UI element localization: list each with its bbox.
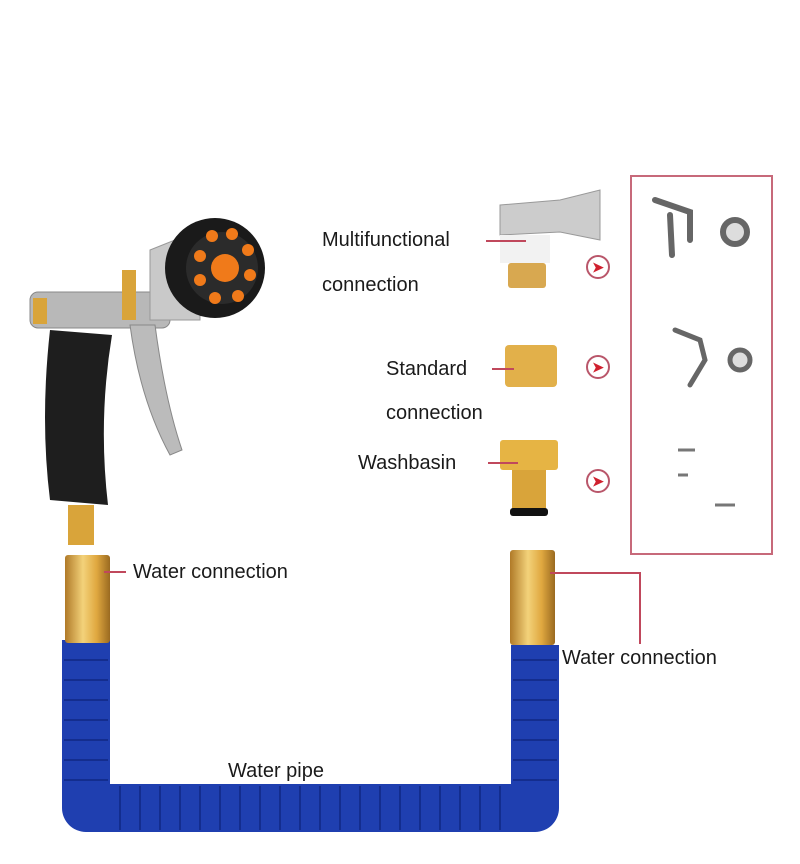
basin-faucet-icon [678,448,735,507]
multifunctional-label: Multifunctional [322,229,450,251]
water-pipe-label: Water pipe [228,760,324,782]
pointer-line [104,571,126,573]
pointer-line [639,572,641,644]
cross-faucet-icon [672,327,753,388]
water-pipe-hose [62,640,559,832]
pointer-line [488,462,518,464]
standard-label: Standard [386,358,468,380]
arrow-right-icon: ➤ [586,255,610,279]
multifunctional-label-2: connection [322,274,419,296]
faucet-types-frame [630,175,773,555]
standard-label-2: connection [386,402,483,424]
washbasin-connector [500,440,558,516]
spray-gun [29,218,265,545]
washbasin-label: Washbasin [358,452,457,474]
arrow-right-icon: ➤ [586,469,610,493]
wall-faucet-icon [652,197,750,258]
left-water-connector [65,555,110,643]
right-water-connector [510,550,555,645]
pointer-line [550,572,640,574]
arrow-right-icon: ➤ [586,355,610,379]
multifunctional-connector [499,189,601,288]
pointer-line [486,240,526,242]
pointer-line [492,368,514,370]
standard-connector [505,345,557,387]
water-connection-left-label: Water connection [133,561,288,583]
water-connection-right-label: Water connection [562,647,717,669]
